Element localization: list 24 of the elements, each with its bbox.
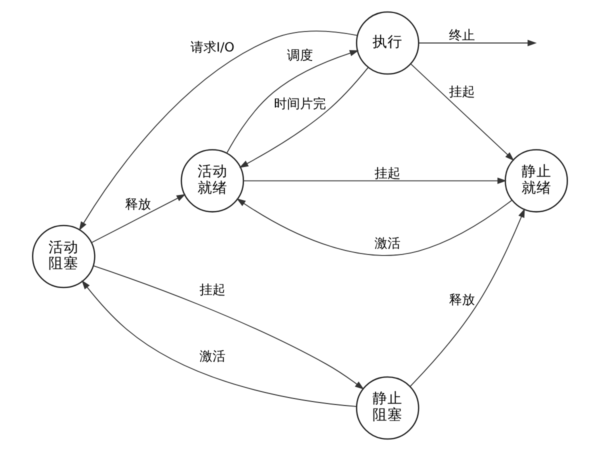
arrow <box>226 50 359 154</box>
arrow <box>236 198 512 256</box>
edge-label: 激活 <box>374 236 401 252</box>
edge-label: 激活 <box>199 350 226 365</box>
edge-label: 释放 <box>448 293 475 308</box>
arrow <box>239 67 369 168</box>
arrow <box>410 208 525 387</box>
edge-label: 请求I/O <box>190 40 234 56</box>
edge-label: 时间片完 <box>274 96 326 112</box>
arrow <box>82 280 357 407</box>
node-circle: 活动就绪 <box>180 149 244 212</box>
edge-label: 挂起 <box>448 85 475 100</box>
arrow <box>79 30 358 231</box>
edge-label: 挂起 <box>199 283 226 298</box>
arrow <box>418 40 537 46</box>
arrow <box>91 194 186 244</box>
arrow <box>93 265 364 390</box>
arrow <box>410 63 514 161</box>
node-circle: 执行 <box>356 11 420 75</box>
edge-label: 调度 <box>287 48 313 64</box>
arrow <box>243 178 507 184</box>
edge-label: 释放 <box>125 197 152 212</box>
edge-label: 终止 <box>448 28 475 44</box>
edge-label: 挂起 <box>374 166 401 182</box>
